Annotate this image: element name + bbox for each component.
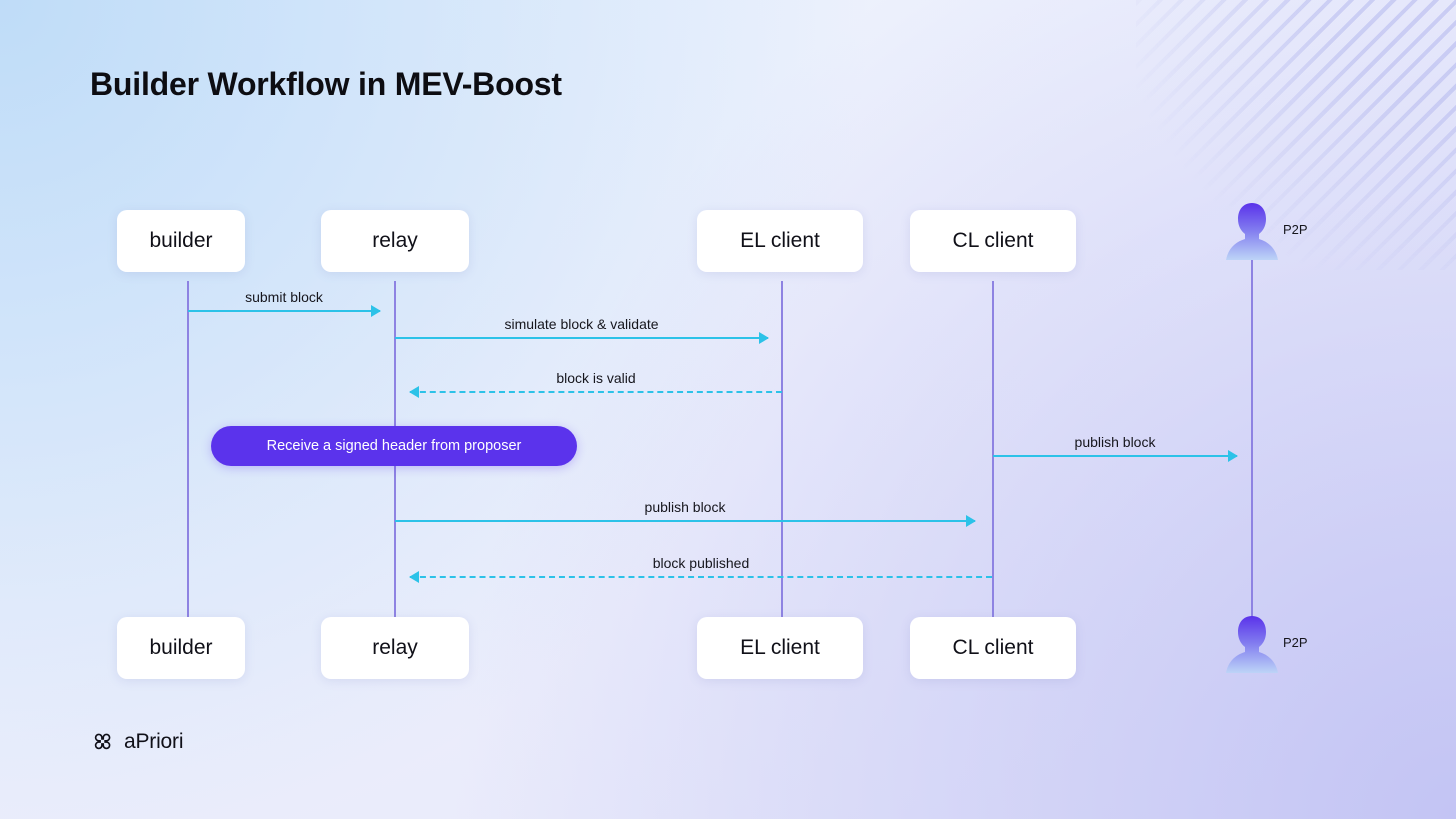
- clover-mark-icon: [94, 733, 111, 750]
- message-label: simulate block & validate: [504, 316, 659, 332]
- arrowhead-icon: [409, 571, 419, 583]
- actor-label-p2p-top: P2P: [1283, 222, 1308, 237]
- participant-label: CL client: [952, 229, 1034, 252]
- message-submit-block: submit block: [188, 278, 381, 317]
- participant-box-el-top[interactable]: EL client: [697, 210, 863, 272]
- person-icon: [1226, 203, 1278, 260]
- participant-box-relay-bottom[interactable]: relay: [321, 617, 469, 679]
- message-label: submit block: [245, 289, 323, 305]
- participant-box-builder-top[interactable]: builder: [117, 210, 245, 272]
- message-label: publish block: [644, 499, 726, 515]
- participant-label: builder: [149, 636, 213, 659]
- participant-box-cl-bottom[interactable]: CL client: [910, 617, 1076, 679]
- arrowhead-icon: [966, 515, 976, 527]
- message-label: block published: [652, 555, 750, 571]
- message-block-is-valid: block is valid: [409, 359, 782, 398]
- lifeline-p2p: [1251, 255, 1253, 618]
- participant-box-cl-top[interactable]: CL client: [910, 210, 1076, 272]
- participant-label: CL client: [952, 636, 1034, 659]
- arrowhead-icon: [1228, 450, 1238, 462]
- message-block-published: block published: [409, 544, 992, 583]
- participant-label: builder: [149, 229, 213, 252]
- person-icon: [1226, 616, 1278, 673]
- message-publish-block-cl-to-p2p: publish block: [993, 423, 1238, 462]
- message-publish-block-relay-to-cl: publish block: [395, 488, 976, 527]
- lifeline-builder: [187, 281, 189, 617]
- participant-label: EL client: [740, 229, 820, 252]
- message-simulate-block-validate: simulate block & validate: [395, 305, 769, 344]
- actor-label-p2p-bottom: P2P: [1283, 635, 1308, 650]
- brand-logo: aPriori: [90, 730, 183, 754]
- participant-box-el-bottom[interactable]: EL client: [697, 617, 863, 679]
- arrowhead-icon: [409, 386, 419, 398]
- lifeline-el: [781, 281, 783, 617]
- arrowhead-icon: [371, 305, 381, 317]
- message-label: publish block: [1074, 434, 1156, 450]
- note-label: Receive a signed header from proposer: [266, 438, 522, 454]
- participant-box-builder-bottom[interactable]: builder: [117, 617, 245, 679]
- actor-p2p-top[interactable]: P2P: [1225, 200, 1308, 262]
- page-title: Builder Workflow in MEV-Boost: [90, 66, 562, 102]
- brand-name: aPriori: [124, 730, 184, 753]
- message-label: block is valid: [556, 370, 636, 386]
- actor-p2p-bottom[interactable]: P2P: [1225, 613, 1308, 675]
- lifeline-cl: [992, 281, 994, 617]
- note-receive-signed-header[interactable]: Receive a signed header from proposer: [211, 426, 577, 466]
- participant-box-relay-top[interactable]: relay: [321, 210, 469, 272]
- participant-label: relay: [372, 636, 418, 659]
- participant-label: relay: [372, 229, 418, 252]
- arrowhead-icon: [759, 332, 769, 344]
- participant-label: EL client: [740, 636, 820, 659]
